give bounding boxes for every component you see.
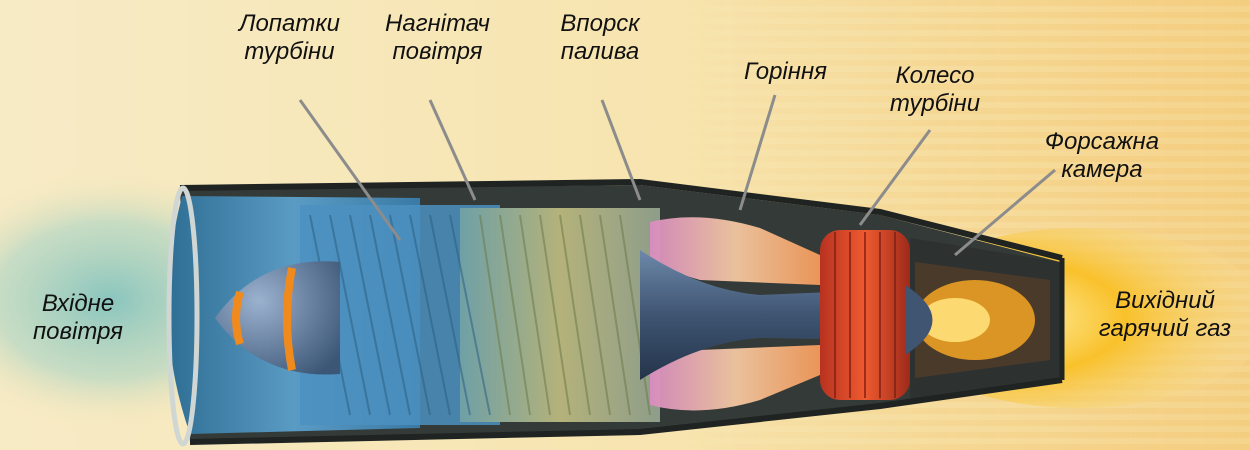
label-fuel-injection: Впорск палива [540, 10, 660, 66]
label-air-intake: Вхідне повітря [8, 290, 148, 346]
label-turbine-blades: Лопатки турбіни [222, 10, 357, 66]
turbine-wheel [820, 230, 910, 400]
label-air-compressor: Нагнітач повітря [370, 10, 505, 66]
label-turbine-wheel: Колесо турбіни [870, 62, 1000, 118]
label-combustion: Горіння [728, 58, 843, 86]
label-afterburner: Форсажна камера [1022, 128, 1182, 184]
label-exhaust-gas: Вихідний гарячий газ [1085, 287, 1245, 343]
